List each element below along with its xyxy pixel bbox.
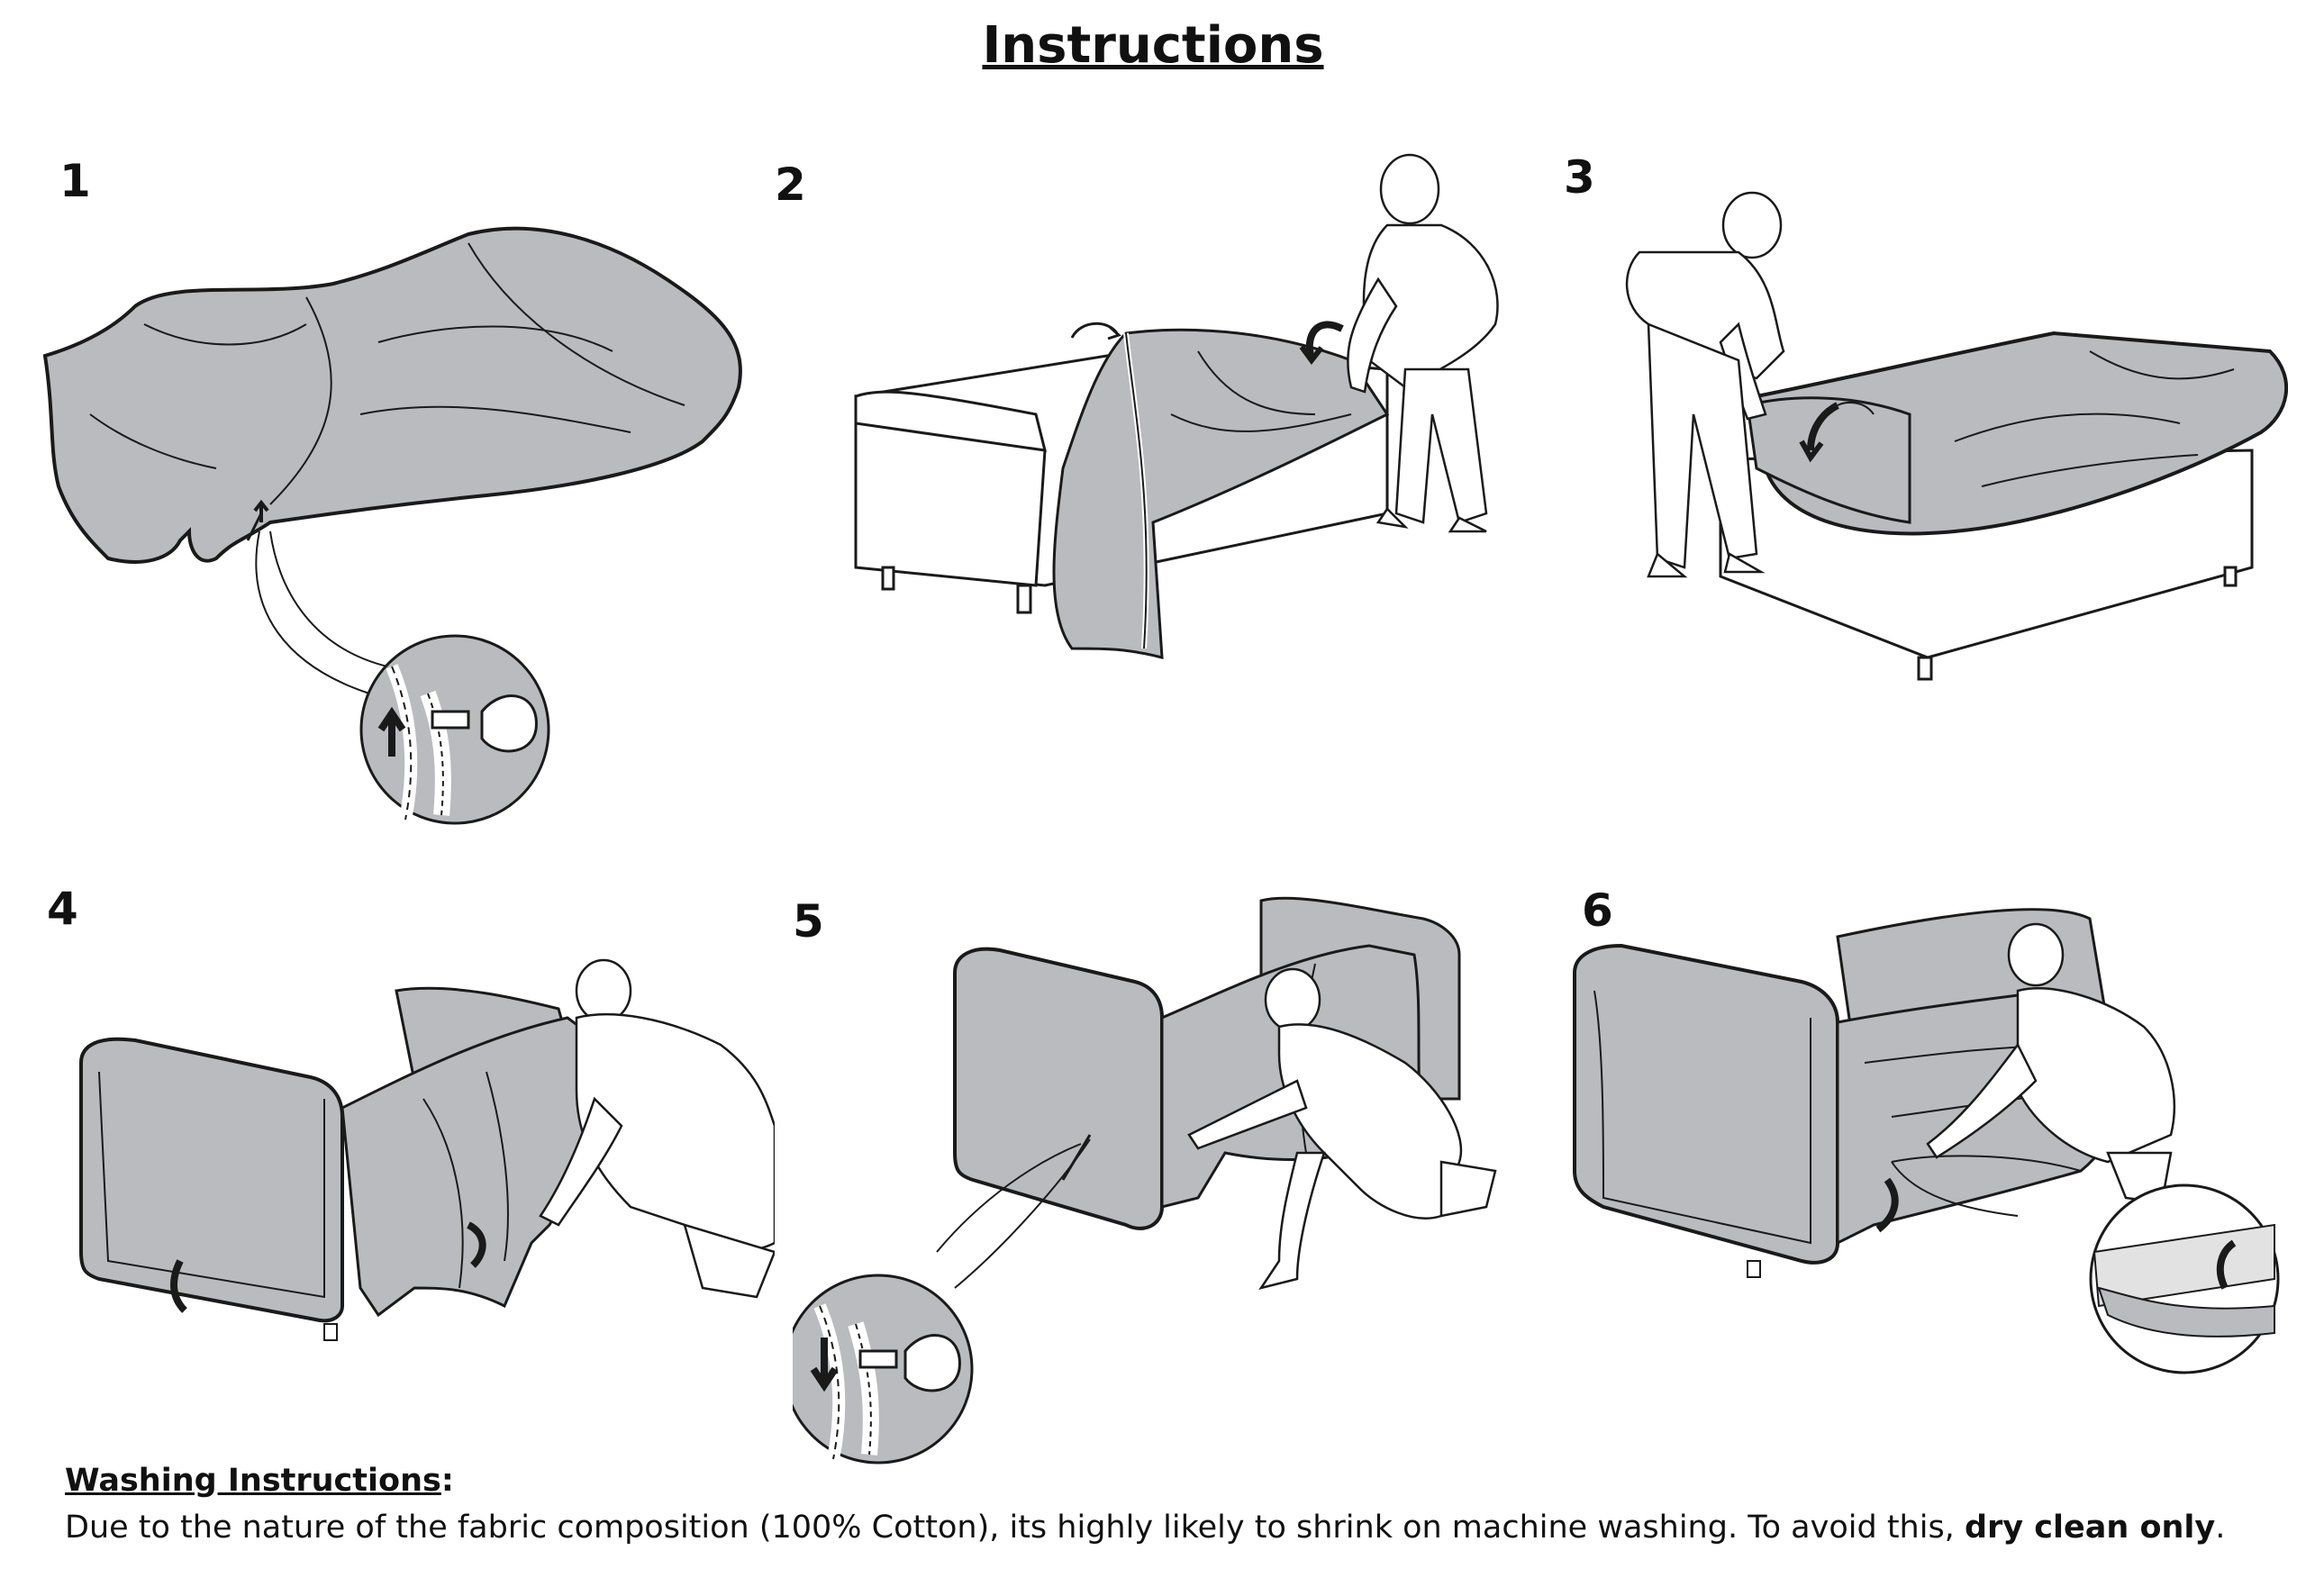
curved-arrow-icon bbox=[1875, 1177, 1899, 1233]
washing-heading-colon: : bbox=[440, 1463, 454, 1499]
curved-arrow-icon bbox=[466, 1221, 486, 1268]
washing-body-text: Due to the nature of the fabric composit… bbox=[65, 1510, 1965, 1546]
step-1-panel: 1 bbox=[36, 144, 775, 829]
curved-arrow-icon bbox=[1070, 322, 1119, 339]
step-number-1: 1 bbox=[59, 155, 91, 207]
step-number-3: 3 bbox=[1564, 151, 1595, 204]
person-figure bbox=[1625, 191, 1785, 578]
step-6-illustration bbox=[1573, 908, 2280, 1374]
curved-arrow-icon bbox=[170, 1259, 188, 1313]
washing-instructions: Washing Instructions: Due to the nature … bbox=[65, 1457, 2245, 1551]
step-5-illustration bbox=[793, 896, 1497, 1465]
step-2-illustration bbox=[854, 153, 1499, 659]
person-figure bbox=[1187, 967, 1497, 1290]
washing-body-end: . bbox=[2215, 1510, 2226, 1546]
washing-heading: Washing Instructions: bbox=[65, 1457, 2245, 1504]
step-number-5: 5 bbox=[793, 895, 824, 948]
step-4-illustration bbox=[79, 958, 775, 1341]
washing-heading-text: Washing Instructions bbox=[65, 1463, 441, 1499]
step-4-panel: 4 bbox=[36, 865, 775, 1549]
sofa-seat-cover bbox=[340, 1016, 605, 1318]
step-number-4: 4 bbox=[47, 883, 78, 935]
zipper-detail-circle bbox=[793, 1274, 974, 1465]
sofa-arm-cover bbox=[1573, 943, 1839, 1265]
step-5-panel: 5 bbox=[793, 865, 1531, 1549]
up-arrow-icon bbox=[2216, 1239, 2237, 1290]
step-3-panel: 3 bbox=[1549, 144, 2288, 829]
person-figure bbox=[539, 958, 775, 1299]
curved-arrow-icon bbox=[1305, 321, 1344, 357]
step-number-6: 6 bbox=[1582, 884, 1613, 937]
step-1-illustration bbox=[42, 226, 742, 825]
step-3-illustration bbox=[1625, 191, 2288, 681]
sofa-arm-cover bbox=[953, 947, 1164, 1230]
loose-cover bbox=[42, 226, 742, 564]
dry-clean-only-text: dry clean only bbox=[1964, 1510, 2216, 1546]
curved-arrow-icon bbox=[1807, 402, 1839, 451]
washing-body: Due to the nature of the fabric composit… bbox=[65, 1504, 2245, 1551]
page-title: Instructions bbox=[982, 16, 1324, 75]
step-number-2: 2 bbox=[775, 159, 806, 211]
up-arrow-icon bbox=[253, 499, 269, 522]
down-arrow-icon bbox=[810, 1338, 839, 1392]
up-arrow-icon bbox=[377, 706, 406, 757]
step-2-panel: 2 bbox=[775, 144, 1513, 829]
zipper-line bbox=[246, 512, 263, 541]
zipper-detail-circle bbox=[359, 634, 550, 825]
step-6-panel: 6 bbox=[1549, 865, 2288, 1549]
tuck-detail-circle bbox=[2089, 1183, 2280, 1374]
person-figure bbox=[1347, 153, 1499, 533]
